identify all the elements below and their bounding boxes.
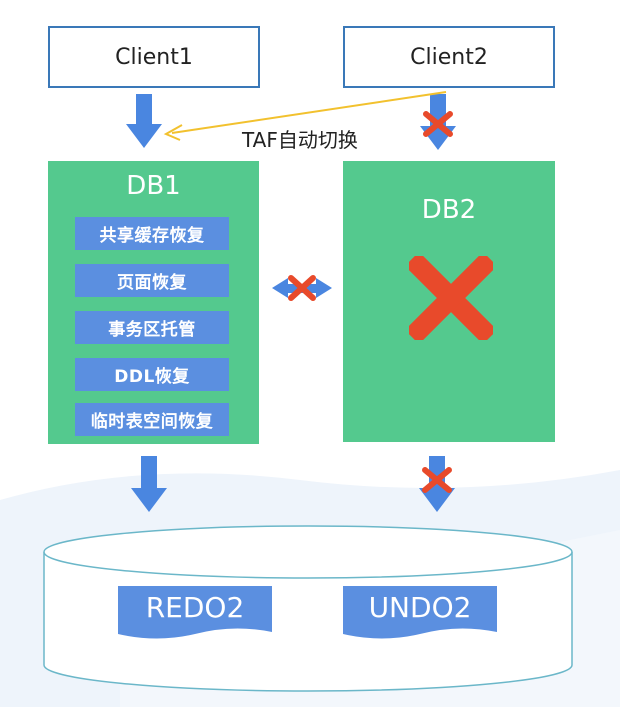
taf-failover-line xyxy=(163,91,447,141)
op-ddl-recovery: DDL恢复 xyxy=(75,358,229,391)
db-interconnect-failed-icon xyxy=(288,275,316,301)
db2-node: DB2 xyxy=(343,161,555,442)
db2-failure-icon xyxy=(409,256,493,340)
db1-title: DB1 xyxy=(126,171,181,201)
db2-title: DB2 xyxy=(421,195,477,225)
db1-node: DB1 共享缓存恢复 页面恢复 事务区托管 DDL恢复 临时表空间恢复 xyxy=(48,161,259,444)
undo2-label: UNDO2 xyxy=(368,591,472,624)
db1-to-storage-arrow xyxy=(131,456,167,512)
taf-label: TAF自动切换 xyxy=(242,128,358,152)
client1-to-db1-arrow xyxy=(126,94,162,148)
client1-label: Client1 xyxy=(115,44,193,70)
op-shared-cache-recovery: 共享缓存恢复 xyxy=(75,217,229,250)
redo2-shape xyxy=(118,586,272,639)
op-transaction-area-takeover: 事务区托管 xyxy=(75,311,229,344)
client2-link-failed-icon xyxy=(423,111,453,137)
undo2-shape xyxy=(343,586,497,639)
db2-storage-failed-icon xyxy=(422,467,452,493)
client2-box: Client2 xyxy=(343,26,555,88)
op-temp-tablespace-recovery: 临时表空间恢复 xyxy=(75,403,229,436)
client1-box: Client1 xyxy=(48,26,260,88)
redo2-label: REDO2 xyxy=(145,591,245,624)
op-page-recovery: 页面恢复 xyxy=(75,264,229,297)
client2-label: Client2 xyxy=(410,44,488,70)
